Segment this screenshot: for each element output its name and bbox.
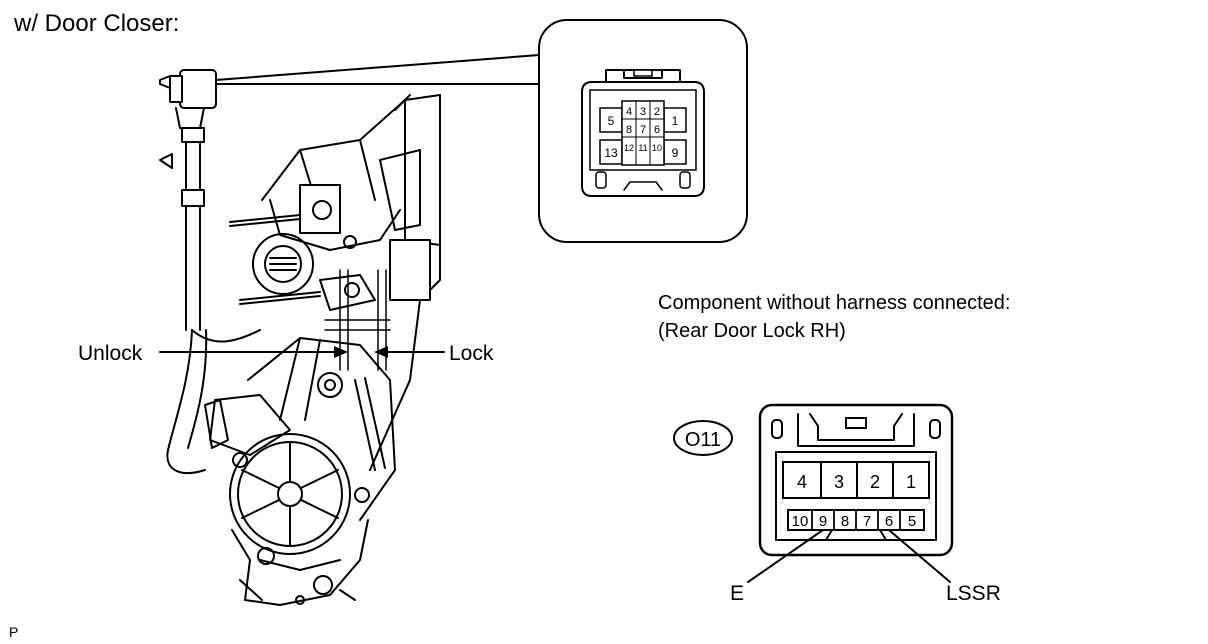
figure-code: P bbox=[9, 624, 18, 640]
small-pin-1: 1 bbox=[672, 114, 679, 128]
small-pin-4: 4 bbox=[626, 106, 632, 118]
unlock-label: Unlock bbox=[78, 342, 143, 365]
small-pin-11: 11 bbox=[638, 143, 647, 153]
small-pin-7: 7 bbox=[640, 124, 646, 136]
pin-e-label: E bbox=[730, 582, 744, 605]
small-pin-10: 10 bbox=[652, 143, 662, 153]
large-pin-8: 8 bbox=[841, 513, 849, 530]
lock-label: Lock bbox=[449, 342, 494, 365]
pin-lssr-label: LSSR bbox=[946, 582, 1001, 605]
large-pin-6: 6 bbox=[885, 513, 893, 530]
large-pin-3: 3 bbox=[834, 472, 844, 492]
pin-e-leader bbox=[747, 529, 824, 583]
large-connector-o11: 4 3 2 1 10 9 8 7 6 5 bbox=[758, 403, 954, 557]
small-pin-3: 3 bbox=[640, 106, 646, 118]
lock-arrow bbox=[374, 346, 445, 358]
large-pin-5: 5 bbox=[908, 513, 916, 530]
small-pin-13: 13 bbox=[604, 146, 618, 160]
large-pin-10: 10 bbox=[792, 513, 809, 530]
small-connector: 5 1 13 9 4 3 2 8 7 6 12 11 10 bbox=[581, 69, 705, 197]
callout-leader-lines bbox=[215, 54, 540, 85]
small-pin-2: 2 bbox=[654, 106, 660, 118]
small-pin-12: 12 bbox=[624, 143, 634, 153]
large-pin-4: 4 bbox=[797, 472, 807, 492]
door-lock-assembly-illustration bbox=[159, 69, 441, 606]
small-pin-6: 6 bbox=[654, 124, 660, 136]
diagram-title: w/ Door Closer: bbox=[13, 10, 179, 37]
small-connector-center-grid: 4 3 2 8 7 6 12 11 10 bbox=[621, 100, 665, 166]
connector-id-badge bbox=[673, 420, 733, 456]
small-pin-5: 5 bbox=[608, 114, 615, 128]
large-pin-2: 2 bbox=[870, 472, 880, 492]
component-note-line2: (Rear Door Lock RH) bbox=[658, 320, 846, 342]
large-pin-9: 9 bbox=[819, 513, 827, 530]
large-connector-top-row: 4 3 2 1 bbox=[782, 461, 930, 499]
small-pin-9: 9 bbox=[672, 146, 679, 160]
large-pin-7: 7 bbox=[863, 513, 871, 530]
large-connector-bottom-row: 10 9 8 7 6 5 bbox=[787, 509, 925, 531]
large-pin-1: 1 bbox=[906, 472, 916, 492]
component-note-line1: Component without harness connected: bbox=[658, 292, 1010, 314]
unlock-arrow bbox=[159, 346, 348, 358]
pin-lssr-leader bbox=[888, 529, 951, 583]
small-pin-8: 8 bbox=[626, 124, 632, 136]
connector-id-label: O11 bbox=[685, 429, 721, 451]
